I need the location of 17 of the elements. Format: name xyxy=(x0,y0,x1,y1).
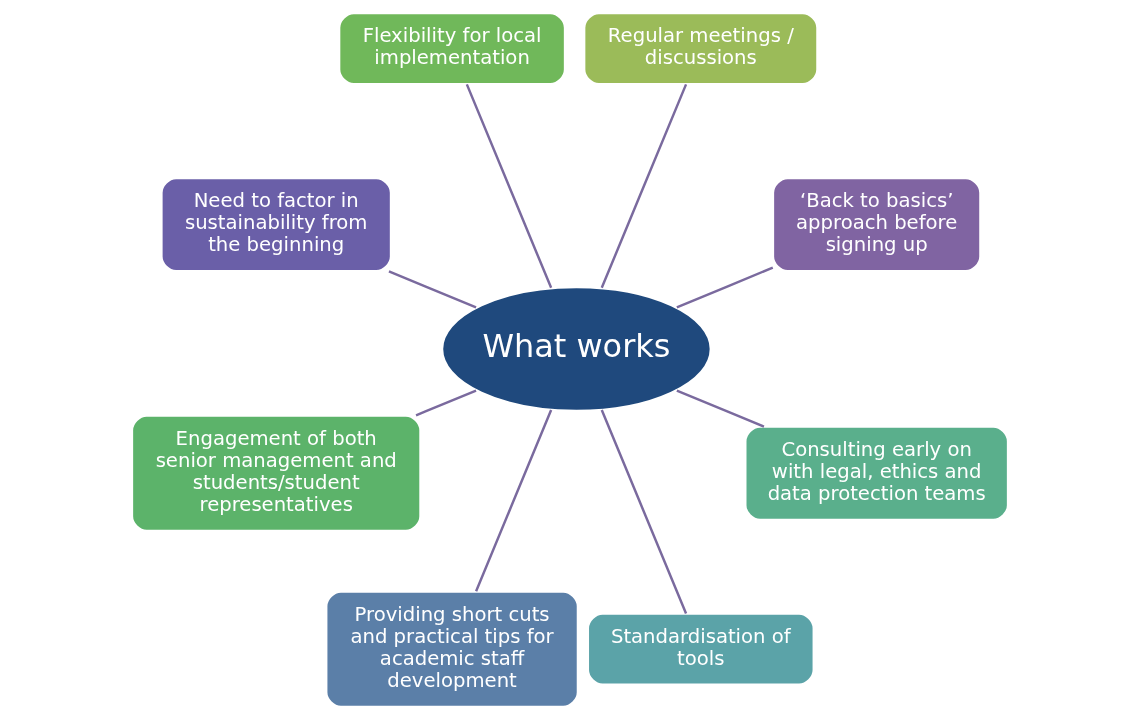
connector xyxy=(465,83,553,289)
connector xyxy=(600,83,688,289)
node-box: Regular meetings / discussions xyxy=(582,11,819,86)
connector xyxy=(676,266,774,309)
connector xyxy=(600,409,688,614)
connector xyxy=(415,389,477,417)
connector xyxy=(676,389,765,428)
node-box: Need to factor in sustainability from the beginning xyxy=(160,176,393,273)
node-box: Providing short cuts and practical tips for academic staff development xyxy=(324,590,580,709)
node-box: Engagement of both senior management and students/student representatives xyxy=(130,414,422,533)
node-box: Consulting early on with legal, ethics and data protection teams xyxy=(744,425,1010,522)
node-box: Flexibility for local implementation xyxy=(337,11,567,86)
connector xyxy=(388,270,477,309)
node-box: Standardisation of tools xyxy=(586,612,815,686)
node-ellipse: What works xyxy=(440,285,713,413)
node-box: ‘Back to basics’ approach before signing up xyxy=(771,176,982,273)
connector xyxy=(474,409,553,592)
